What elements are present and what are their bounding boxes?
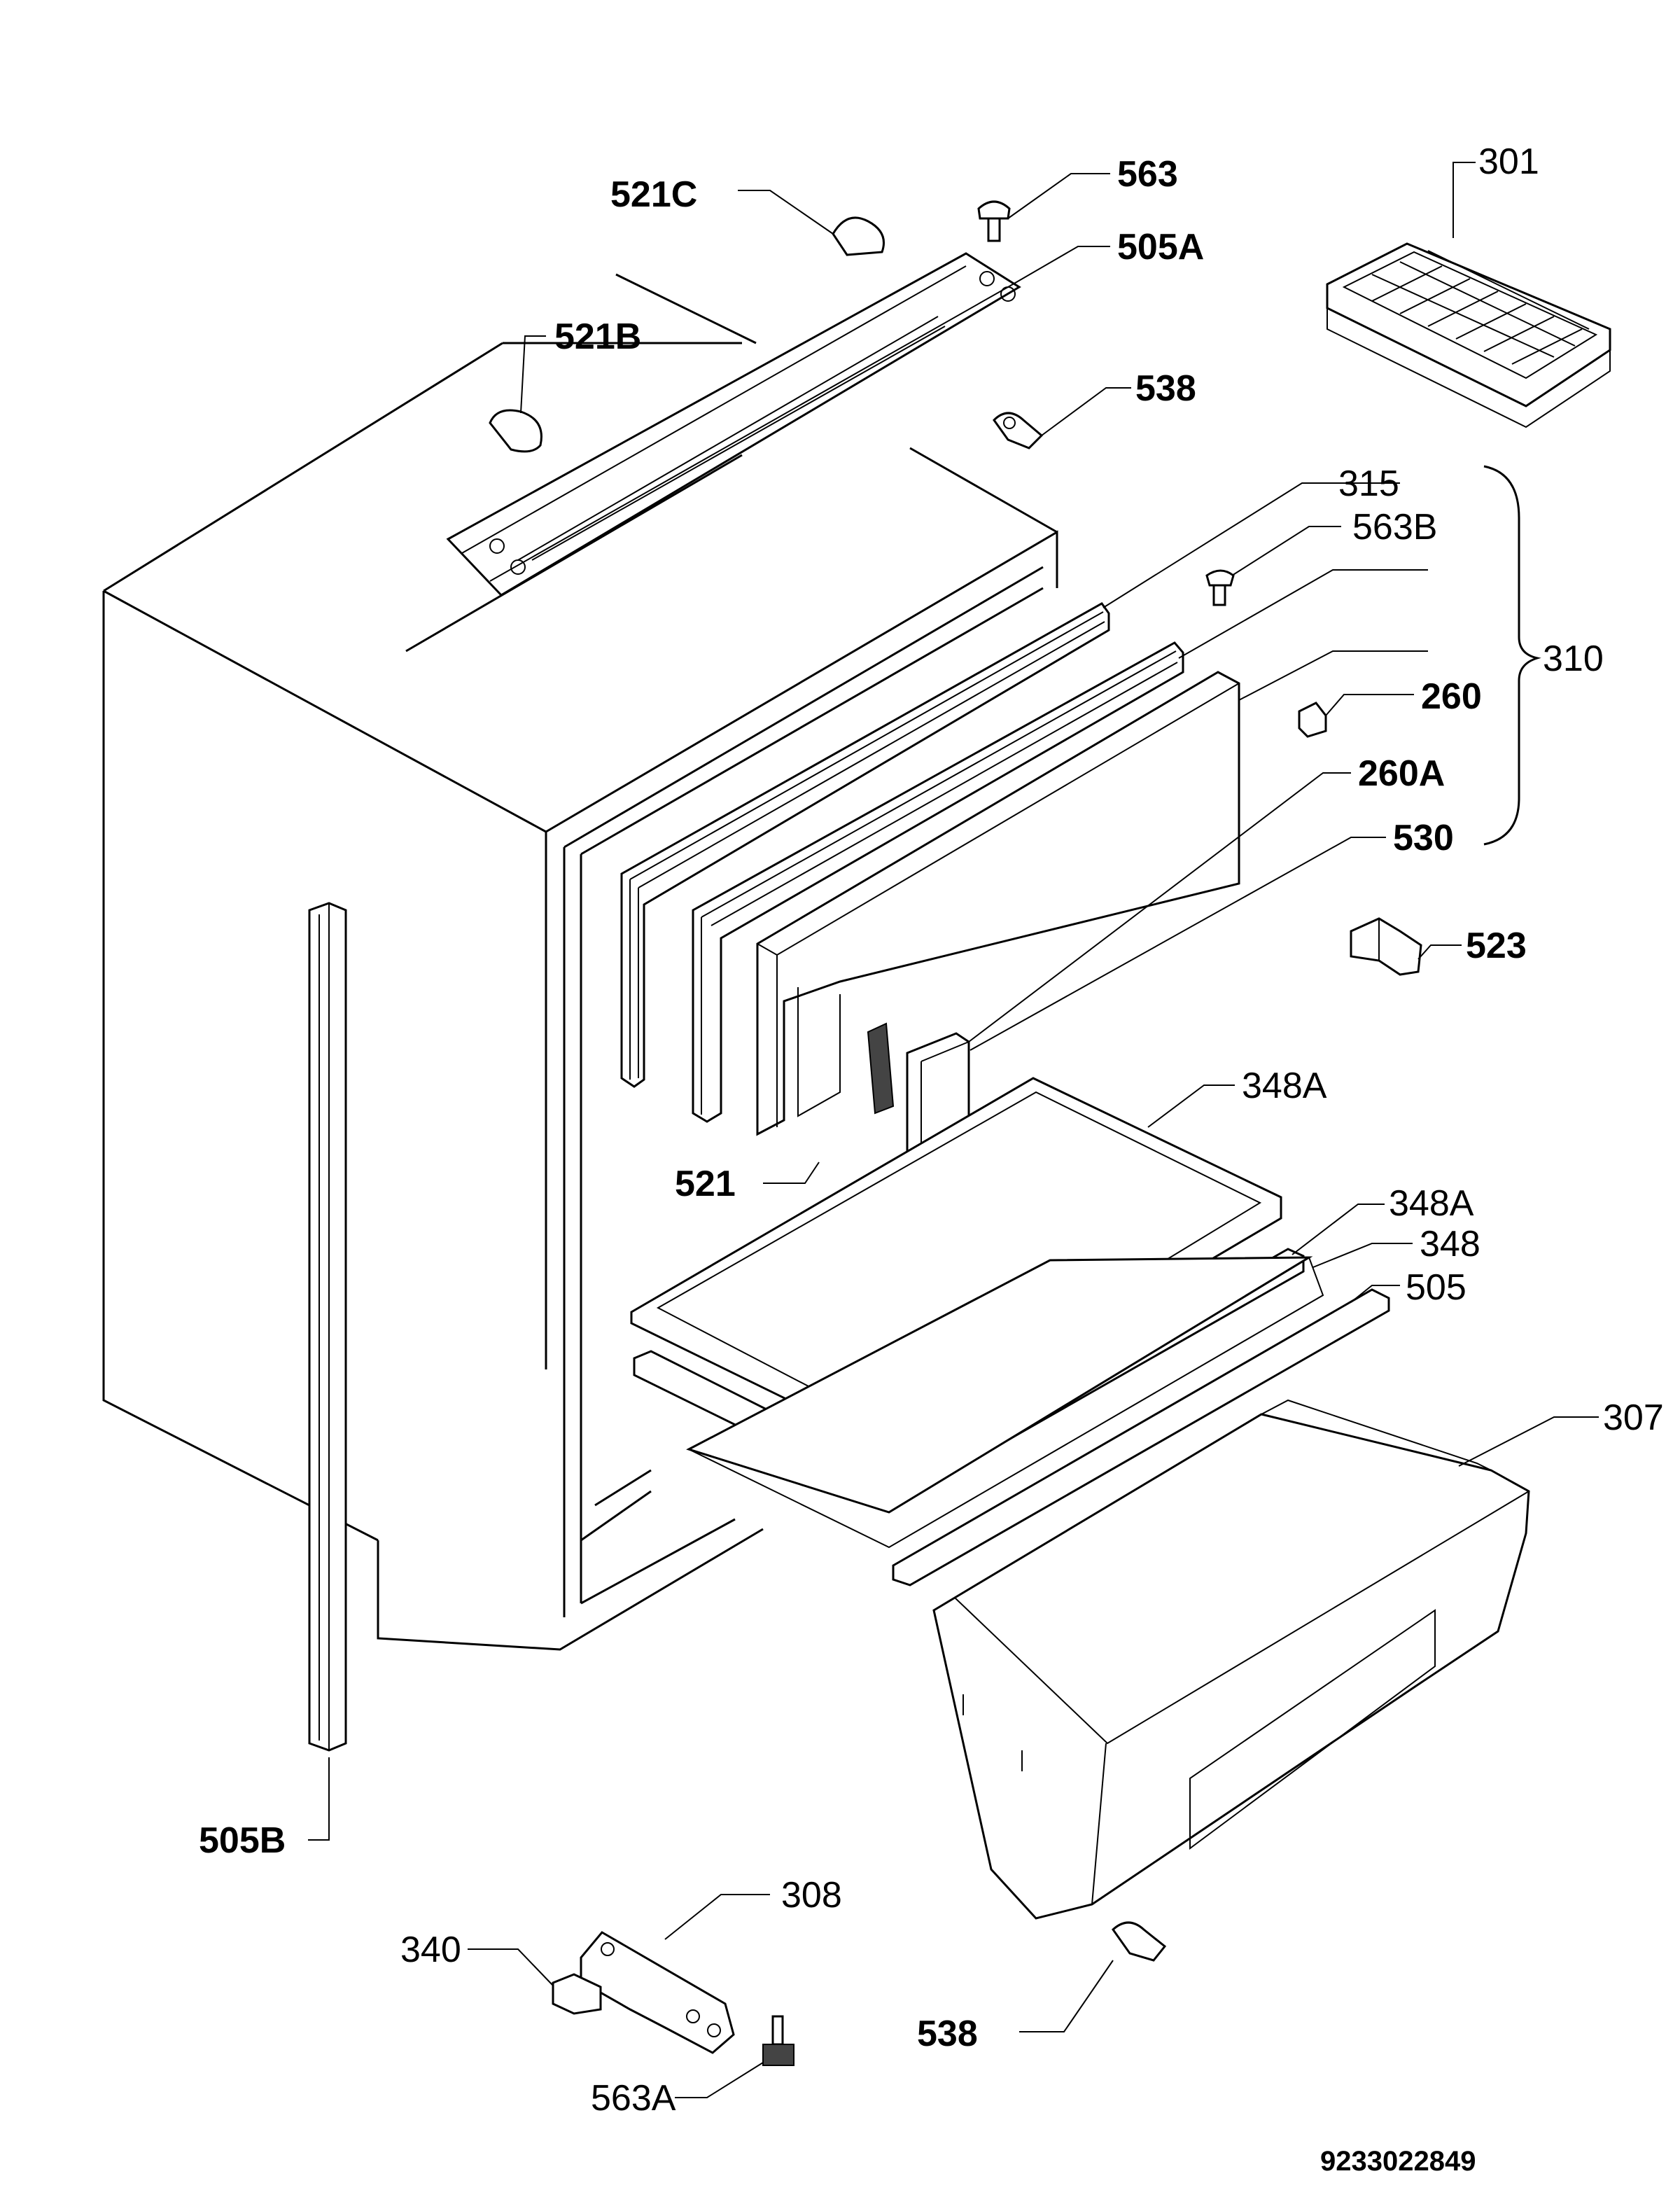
- bracket-310: [1483, 465, 1541, 846]
- vertical-strip-505b-part: [308, 902, 347, 1752]
- label-538-top: 538: [1135, 368, 1196, 409]
- seal-strip-505-part: [892, 1288, 1390, 1586]
- label-563b: 563B: [1352, 507, 1437, 547]
- leader-lines: [308, 162, 1599, 2098]
- label-521: 521: [675, 1164, 736, 1204]
- label-260a: 260A: [1358, 753, 1445, 794]
- cap-521c-part: [832, 216, 885, 256]
- catch-260-part: [1298, 702, 1327, 738]
- label-505a: 505A: [1117, 227, 1204, 267]
- crisper-drawer-307-part: [932, 1399, 1530, 1920]
- label-521c: 521C: [610, 174, 697, 215]
- label-523: 523: [1466, 926, 1527, 966]
- label-348: 348: [1420, 1224, 1480, 1264]
- label-563a: 563A: [591, 2078, 676, 2119]
- label-315: 315: [1338, 463, 1399, 504]
- label-505b: 505B: [199, 1820, 286, 1861]
- bottom-hinge-308-part: [580, 1931, 735, 2054]
- cabinet-body: [102, 273, 1058, 1651]
- label-530: 530: [1393, 818, 1454, 858]
- hinge-pin-538-top-part: [993, 412, 1044, 449]
- label-310: 310: [1543, 639, 1604, 679]
- foot-563a-part: [762, 2015, 794, 2066]
- hinge-pin-538-bottom-part: [1112, 1921, 1167, 1962]
- label-348a-1: 348A: [1242, 1066, 1327, 1106]
- top-hinge-bar-505a: [446, 252, 1021, 597]
- part-labels: 521C 563 505A 301 521B 538 315 563B 310 …: [199, 141, 1664, 2177]
- label-538-bottom: 538: [917, 2014, 978, 2054]
- cap-521b-part: [489, 409, 542, 453]
- label-308: 308: [781, 1875, 842, 1916]
- label-307: 307: [1603, 1397, 1664, 1438]
- screw-563b-part: [1205, 569, 1235, 606]
- label-340: 340: [400, 1930, 461, 1970]
- plug-523-part: [1350, 917, 1422, 976]
- label-260: 260: [1421, 676, 1482, 717]
- spacer-340-part: [552, 1973, 602, 2015]
- screw-563-part: [977, 200, 1011, 242]
- label-505: 505: [1406, 1267, 1466, 1308]
- label-521b: 521B: [554, 316, 641, 357]
- label-563: 563: [1117, 154, 1178, 195]
- ice-tray-301-part: [1326, 242, 1611, 428]
- label-301: 301: [1478, 141, 1539, 182]
- document-id: 9233022849: [1320, 2146, 1476, 2177]
- freezer-door-frame-part: [692, 641, 1184, 1123]
- label-348a-2: 348A: [1389, 1183, 1474, 1224]
- freezer-door-530-part: [756, 671, 1240, 1136]
- shelf-348-part: [686, 1256, 1324, 1549]
